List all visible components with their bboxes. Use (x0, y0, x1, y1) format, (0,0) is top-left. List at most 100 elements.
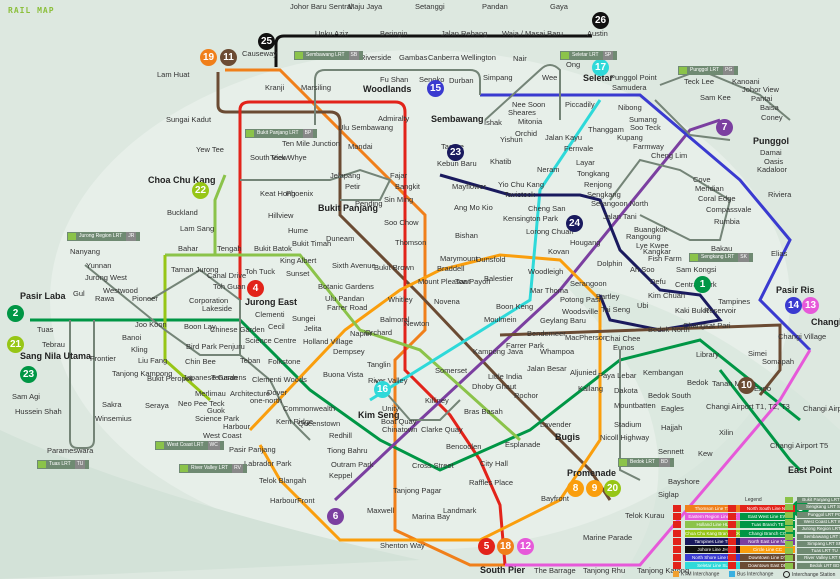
station-label[interactable]: Yew Tee (196, 145, 224, 154)
station-label[interactable]: Gul (73, 289, 85, 298)
station-label[interactable]: Kensington Park (503, 214, 559, 223)
station-label[interactable]: Pioneer (132, 294, 158, 303)
station-label[interactable]: Kent Ridge (276, 417, 314, 426)
station-label[interactable]: Sunset (286, 269, 310, 278)
station-label[interactable]: Coney (761, 113, 783, 122)
station-label[interactable]: Teban (240, 356, 261, 365)
station-label[interactable]: Thanggam (588, 125, 624, 134)
station-label[interactable]: Xilin (719, 428, 734, 437)
station-label[interactable]: Stadium (614, 420, 642, 429)
station-label[interactable]: Riviera (768, 190, 792, 199)
station-label[interactable]: Changi Village (778, 332, 827, 341)
station-label[interactable]: Bugis (555, 432, 581, 442)
station-label[interactable]: Jalan Tani (603, 212, 637, 221)
station-label[interactable]: Woodsville (562, 307, 599, 316)
station-label[interactable]: Chinese Garden (210, 325, 265, 334)
station-label[interactable]: Tiong Bahru (327, 446, 368, 455)
station-label[interactable]: Rochor (514, 391, 539, 400)
station-label[interactable]: Bartley (596, 292, 620, 301)
station-label[interactable]: Coral Edge (698, 194, 736, 203)
station-label[interactable]: Bukit Timah (292, 239, 332, 248)
station-label[interactable]: Hajjah (661, 423, 683, 432)
station-label[interactable]: Jalan Besar (527, 364, 567, 373)
station-label[interactable]: Chinatown (382, 425, 418, 434)
station-label[interactable]: Tengah (217, 244, 242, 253)
station-label[interactable]: Kling (131, 345, 148, 354)
station-label[interactable]: Lorong Chuan (526, 227, 574, 236)
station-label[interactable]: Kampong Java (473, 347, 524, 356)
station-label[interactable]: Bayshore (668, 477, 700, 486)
station-label[interactable]: Toh Guan (213, 282, 246, 291)
station-label[interactable]: Parameswara (47, 446, 94, 455)
station-label[interactable]: Merlimau (195, 389, 226, 398)
station-label[interactable]: Mar Thoma (530, 286, 569, 295)
station-label[interactable]: Khatib (490, 157, 512, 166)
station-label[interactable]: Ulu Sembawang (338, 123, 394, 132)
station-label[interactable]: Rumbia (714, 217, 740, 226)
station-label[interactable]: Changi Airport T1, T2, T3 (706, 402, 790, 411)
station-label[interactable]: Jelita (304, 324, 322, 333)
station-label[interactable]: Pasir Laba (20, 291, 66, 301)
station-label[interactable]: Maju Jaya (348, 2, 383, 11)
station-label[interactable]: Landmark (443, 506, 477, 515)
station-label[interactable]: Seletar (583, 73, 614, 83)
station-label[interactable]: Clementi (255, 310, 285, 319)
station-label[interactable]: Ah Soo (630, 265, 655, 274)
station-label[interactable]: Punggol (753, 136, 789, 146)
station-label[interactable]: Redhill (329, 431, 352, 440)
station-label[interactable]: Neo Pee Teck (178, 399, 225, 408)
station-label[interactable]: Neram (537, 165, 560, 174)
station-label[interactable]: Waja / Masai Baru (502, 29, 563, 38)
station-label[interactable]: Tanglin (367, 360, 391, 369)
station-label[interactable]: Sang Nila Utama (20, 351, 92, 361)
station-label[interactable]: Moulmein (484, 315, 517, 324)
station-label[interactable]: Science Park (195, 414, 240, 423)
station-label[interactable]: Buangkok (634, 225, 668, 234)
station-label[interactable]: Ulu Pandan (325, 294, 365, 303)
station-label[interactable]: Cheng Lim (651, 151, 688, 160)
station-label[interactable]: Dhoby Ghaut (472, 382, 517, 391)
station-label[interactable]: Novena (434, 297, 460, 306)
station-label[interactable]: Telok Blangah (259, 476, 307, 485)
station-label[interactable]: Setanggi (415, 2, 445, 11)
station-label[interactable]: Cross Street (412, 461, 454, 470)
station-label[interactable]: Cove (693, 175, 711, 184)
station-label[interactable]: Chai Chee (605, 334, 641, 343)
station-label[interactable]: MacPherson (565, 333, 608, 342)
station-label[interactable]: Marine Parade (583, 533, 633, 542)
station-label[interactable]: Bangkit (395, 182, 421, 191)
station-label[interactable]: Lye Kwee (636, 241, 669, 250)
station-label[interactable]: Sakra (102, 400, 122, 409)
station-label[interactable]: Farrer Park (506, 341, 544, 350)
station-label[interactable]: Kupang (617, 133, 643, 142)
station-label[interactable]: Napier (350, 329, 373, 338)
station-label[interactable]: Esplanade (505, 440, 541, 449)
station-label[interactable]: Fajar (390, 171, 408, 180)
station-label[interactable]: Farmway (633, 142, 664, 151)
station-label[interactable]: Tampines (718, 297, 751, 306)
station-label[interactable]: Chin Bee (185, 357, 216, 366)
station-label[interactable]: Jurong West (85, 273, 127, 282)
station-label[interactable]: Rawa (95, 294, 115, 303)
station-label[interactable]: Wee (542, 73, 558, 82)
station-label[interactable]: Outram Park (331, 460, 374, 469)
station-label[interactable]: Marsiling (301, 83, 332, 92)
station-label[interactable]: Kaki Bukit (675, 306, 709, 315)
station-label[interactable]: Petir (345, 182, 361, 191)
station-label[interactable]: The Barrage (534, 566, 576, 575)
station-label[interactable]: Eagles (661, 404, 684, 413)
station-label[interactable]: Piccadily (565, 100, 595, 109)
station-label[interactable]: Austin (587, 29, 608, 38)
station-label[interactable]: Braddell (437, 264, 465, 273)
station-label[interactable]: Eunos (613, 343, 635, 352)
station-label[interactable]: South Pier (480, 565, 526, 575)
station-label[interactable]: Sam Agi (12, 392, 40, 401)
station-label[interactable]: Whitley (388, 295, 413, 304)
station-label[interactable]: Pasir Ris (776, 285, 815, 295)
station-label[interactable]: Ishak (484, 118, 502, 127)
station-label[interactable]: Lakeside (202, 304, 233, 313)
station-label[interactable]: Promenade (567, 468, 617, 478)
station-label[interactable]: Nicoll Highway (600, 433, 650, 442)
station-label[interactable]: Fernvale (564, 144, 594, 153)
station-label[interactable]: Johor View (742, 85, 779, 94)
